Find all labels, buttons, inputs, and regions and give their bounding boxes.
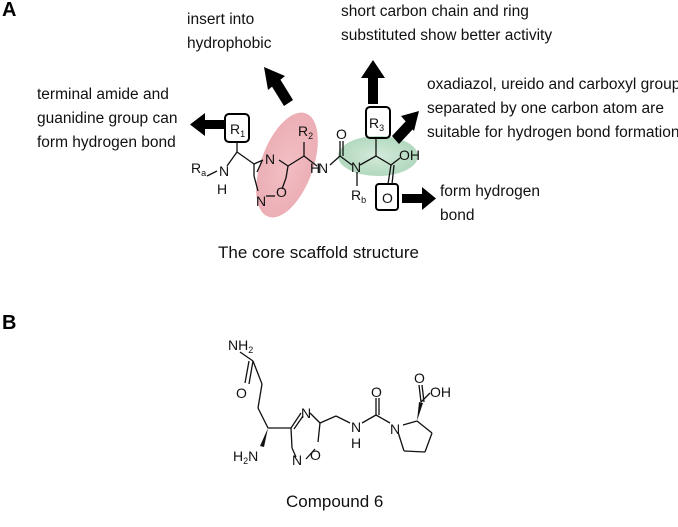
panel-a-label: A xyxy=(2,0,17,21)
nh-b-n: N xyxy=(351,419,361,435)
ring-b-n-top: N xyxy=(301,405,311,421)
panel-b-label: B xyxy=(2,312,17,334)
annotation-hydrophobic: insert into hydrophobic xyxy=(187,8,271,56)
r1-label: R1 xyxy=(230,121,245,139)
annotation-line: bond xyxy=(440,207,475,224)
panel-a-caption: The core scaffold structure xyxy=(218,243,419,262)
carbonyl-o: O xyxy=(382,190,393,206)
ring-b-n-bottom: N xyxy=(292,452,302,468)
ring-n-top: N xyxy=(265,151,275,167)
annotation-line: short carbon chain and ring xyxy=(341,3,529,20)
annotation-line: insert into xyxy=(187,11,255,28)
annotation-form-hbond: form hydrogen bond xyxy=(440,180,540,228)
annotation-line: oxadiazol, ureido and carboxyl group xyxy=(427,76,678,93)
arrow-up xyxy=(361,60,385,104)
ra-label: Ra xyxy=(191,160,206,178)
nh2-top-label: NH2 xyxy=(228,337,253,355)
annotation-line: suitable for hydrogen bond formation xyxy=(427,124,678,141)
annotation-short-chain: short carbon chain and ring substituted … xyxy=(341,0,552,48)
annotation-line: form hydrogen xyxy=(440,183,540,200)
nh-mid-n: N xyxy=(318,160,328,176)
arrow-right xyxy=(402,187,436,210)
r3-label: R3 xyxy=(369,115,384,133)
nh-b-h: H xyxy=(351,435,361,451)
rb-label: Rb xyxy=(351,187,366,205)
arrow-up-right xyxy=(392,111,419,144)
panel-b-caption: Compound 6 xyxy=(286,492,384,511)
arrow-left xyxy=(190,113,225,136)
r3-box xyxy=(365,106,391,139)
annotation-terminal-amide: terminal amide and guanidine group can f… xyxy=(37,83,177,155)
oh-label: OH xyxy=(399,147,420,163)
annotation-line: substituted show better activity xyxy=(341,27,553,44)
nh-mid-h: H xyxy=(310,160,320,176)
annotation-line: guanidine group can xyxy=(37,110,178,127)
urea-b-o: O xyxy=(371,384,382,400)
scaffold-bonds xyxy=(206,138,401,197)
arrow-up-left xyxy=(264,67,293,106)
nh-left-n: N xyxy=(219,163,229,179)
acid-o: O xyxy=(414,370,425,386)
h2n-label: H2N xyxy=(233,448,258,466)
annotation-line: terminal amide and xyxy=(37,86,169,103)
annotation-line: form hydrogen bond xyxy=(37,134,176,151)
urea-o: O xyxy=(336,126,347,142)
ring-n-bottom: N xyxy=(256,193,266,209)
annotation-line: hydrophobic xyxy=(187,35,272,52)
amide-o-label: O xyxy=(236,385,247,401)
ring-b-o: O xyxy=(310,447,321,463)
nh-left-h: H xyxy=(217,181,227,197)
annotation-oxadiazol: oxadiazol, ureido and carboxyl group sep… xyxy=(427,73,678,145)
urea-n: N xyxy=(351,159,361,175)
proline-n: N xyxy=(390,421,400,437)
hbond-highlight xyxy=(338,136,418,176)
acid-oh: OH xyxy=(430,384,451,400)
o-carbonyl-box xyxy=(375,183,399,211)
annotation-line: separated by one carbon atom are xyxy=(427,100,664,117)
compound6-bonds xyxy=(239,351,433,460)
ring-o: O xyxy=(276,184,287,200)
